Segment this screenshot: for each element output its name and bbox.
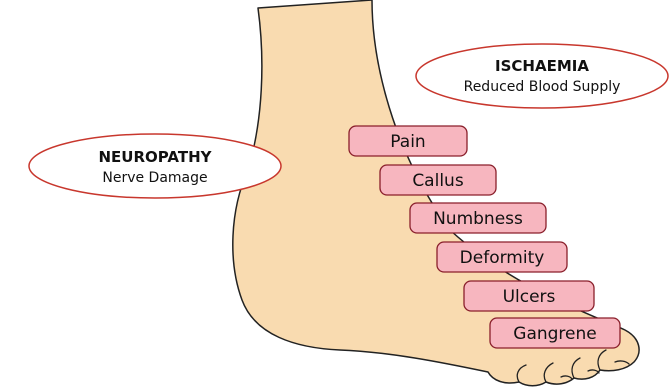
symptom-text: Pain	[390, 132, 425, 152]
symptom-label-callus: Callus	[380, 165, 496, 195]
neuropathy-callout: NEUROPATHY Nerve Damage	[29, 134, 281, 198]
symptom-text: Callus	[412, 171, 464, 191]
neuropathy-subtitle: Nerve Damage	[102, 170, 207, 186]
symptom-text: Ulcers	[503, 287, 556, 307]
symptom-text: Deformity	[460, 248, 545, 268]
symptom-text: Gangrene	[513, 324, 596, 344]
ischaemia-oval	[416, 44, 668, 108]
symptom-label-pain: Pain	[349, 126, 467, 156]
symptom-label-deformity: Deformity	[437, 242, 567, 272]
symptom-label-numbness: Numbness	[410, 203, 546, 233]
neuropathy-title: NEUROPATHY	[99, 148, 213, 166]
neuropathy-oval	[29, 134, 281, 198]
symptom-label-gangrene: Gangrene	[490, 318, 620, 348]
ischaemia-subtitle: Reduced Blood Supply	[464, 79, 621, 95]
ischaemia-callout: ISCHAEMIA Reduced Blood Supply	[416, 44, 668, 108]
symptom-text: Numbness	[433, 209, 523, 229]
symptom-label-ulcers: Ulcers	[464, 281, 594, 311]
ischaemia-title: ISCHAEMIA	[495, 57, 589, 75]
